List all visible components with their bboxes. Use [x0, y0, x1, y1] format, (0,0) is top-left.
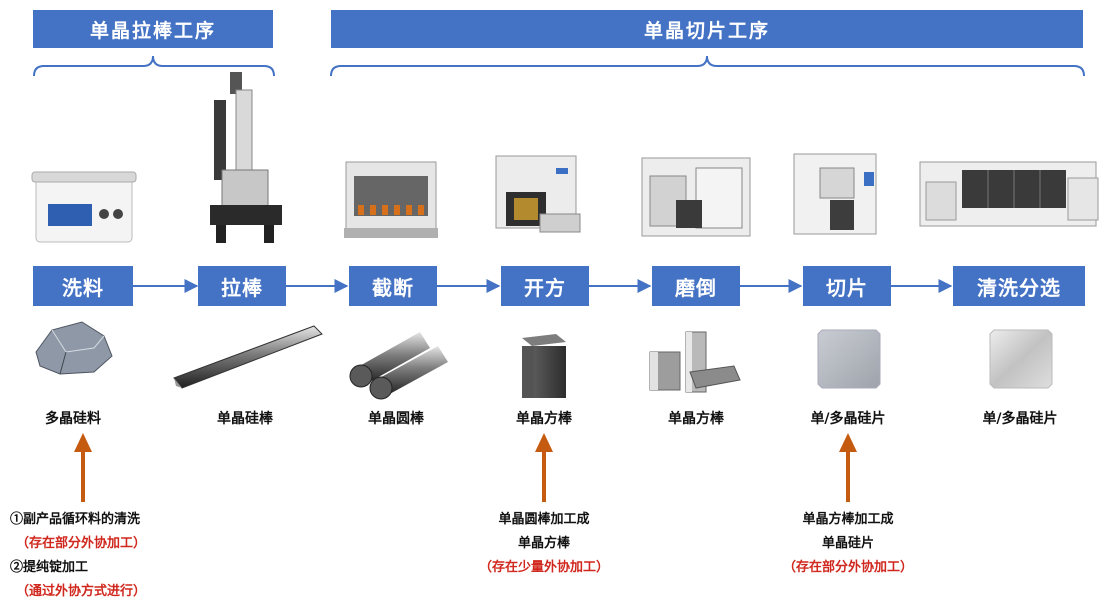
wafer-image-silver: [989, 329, 1053, 389]
product-label-square-ingot-1: 单晶方棒: [516, 411, 572, 427]
note-middle: 单晶圆棒加工成 单晶方棒 （存在少量外协加工）: [444, 508, 644, 580]
note-left-line2: （存在部分外协加工）: [16, 536, 147, 551]
polysilicon-chunk-image: [35, 321, 113, 375]
round-ingots-image: [349, 332, 448, 400]
step-squaring: 开方: [501, 266, 589, 306]
note-right-line3: （存在部分外协加工）: [782, 560, 913, 575]
square-block-image: [522, 334, 566, 398]
note-left-line4: （通过外协方式进行）: [16, 584, 147, 599]
squaring-machine-image: [495, 155, 581, 233]
product-label-wafer-2: 单/多晶硅片: [982, 411, 1058, 427]
step-grinding: 磨倒: [652, 266, 740, 306]
step-slicing: 切片: [803, 266, 891, 306]
wafer-image-gray: [817, 329, 881, 389]
note-right: 单晶方棒加工成 单晶硅片 （存在部分外协加工）: [748, 508, 948, 580]
note-middle-line2: 单晶方棒: [517, 536, 570, 551]
step-cleaning-sorting: 清洗分选: [953, 266, 1085, 306]
note-right-line1: 单晶方棒加工成: [802, 512, 894, 527]
cleaning-machine-image: [31, 171, 137, 243]
product-label-round-ingot: 单晶圆棒: [368, 411, 424, 427]
product-label-wafer-1: 单/多晶硅片: [810, 411, 886, 427]
product-label-polysilicon: 多晶硅料: [45, 411, 101, 427]
note-left-line3: ②提纯锭加工: [10, 560, 89, 575]
note-right-line2: 单晶硅片: [821, 536, 874, 551]
wire-saw-machine-image: [793, 153, 877, 235]
product-label-square-ingot-2: 单晶方棒: [668, 411, 724, 427]
bracket-pulling: [33, 55, 275, 77]
long-rod-image: [173, 325, 323, 389]
note-left-line1: ①副产品循环料的清洗: [10, 512, 141, 527]
phase-banner-pulling: 单晶拉棒工序: [33, 10, 273, 48]
crystal-puller-image: [210, 72, 282, 243]
cropping-machine-image: [344, 161, 438, 238]
step-cropping: 截断: [349, 266, 437, 306]
step-washing: 洗料: [33, 266, 133, 306]
square-bricks-image: [649, 331, 741, 393]
grinding-machine-image: [641, 157, 751, 237]
note-middle-line3: （存在少量外协加工）: [478, 560, 609, 575]
note-left: ①副产品循环料的清洗 （存在部分外协加工） ②提纯锭加工 （通过外协方式进行）: [10, 508, 146, 604]
product-label-mono-rod: 单晶硅棒: [217, 411, 273, 427]
sorting-machine-image: [919, 161, 1099, 227]
step-pulling: 拉棒: [198, 266, 286, 306]
note-middle-line1: 单晶圆棒加工成: [498, 512, 590, 527]
phase-banner-slicing: 单晶切片工序: [331, 10, 1083, 48]
outsourcing-arrows: [74, 433, 857, 502]
bracket-slicing: [330, 55, 1085, 77]
